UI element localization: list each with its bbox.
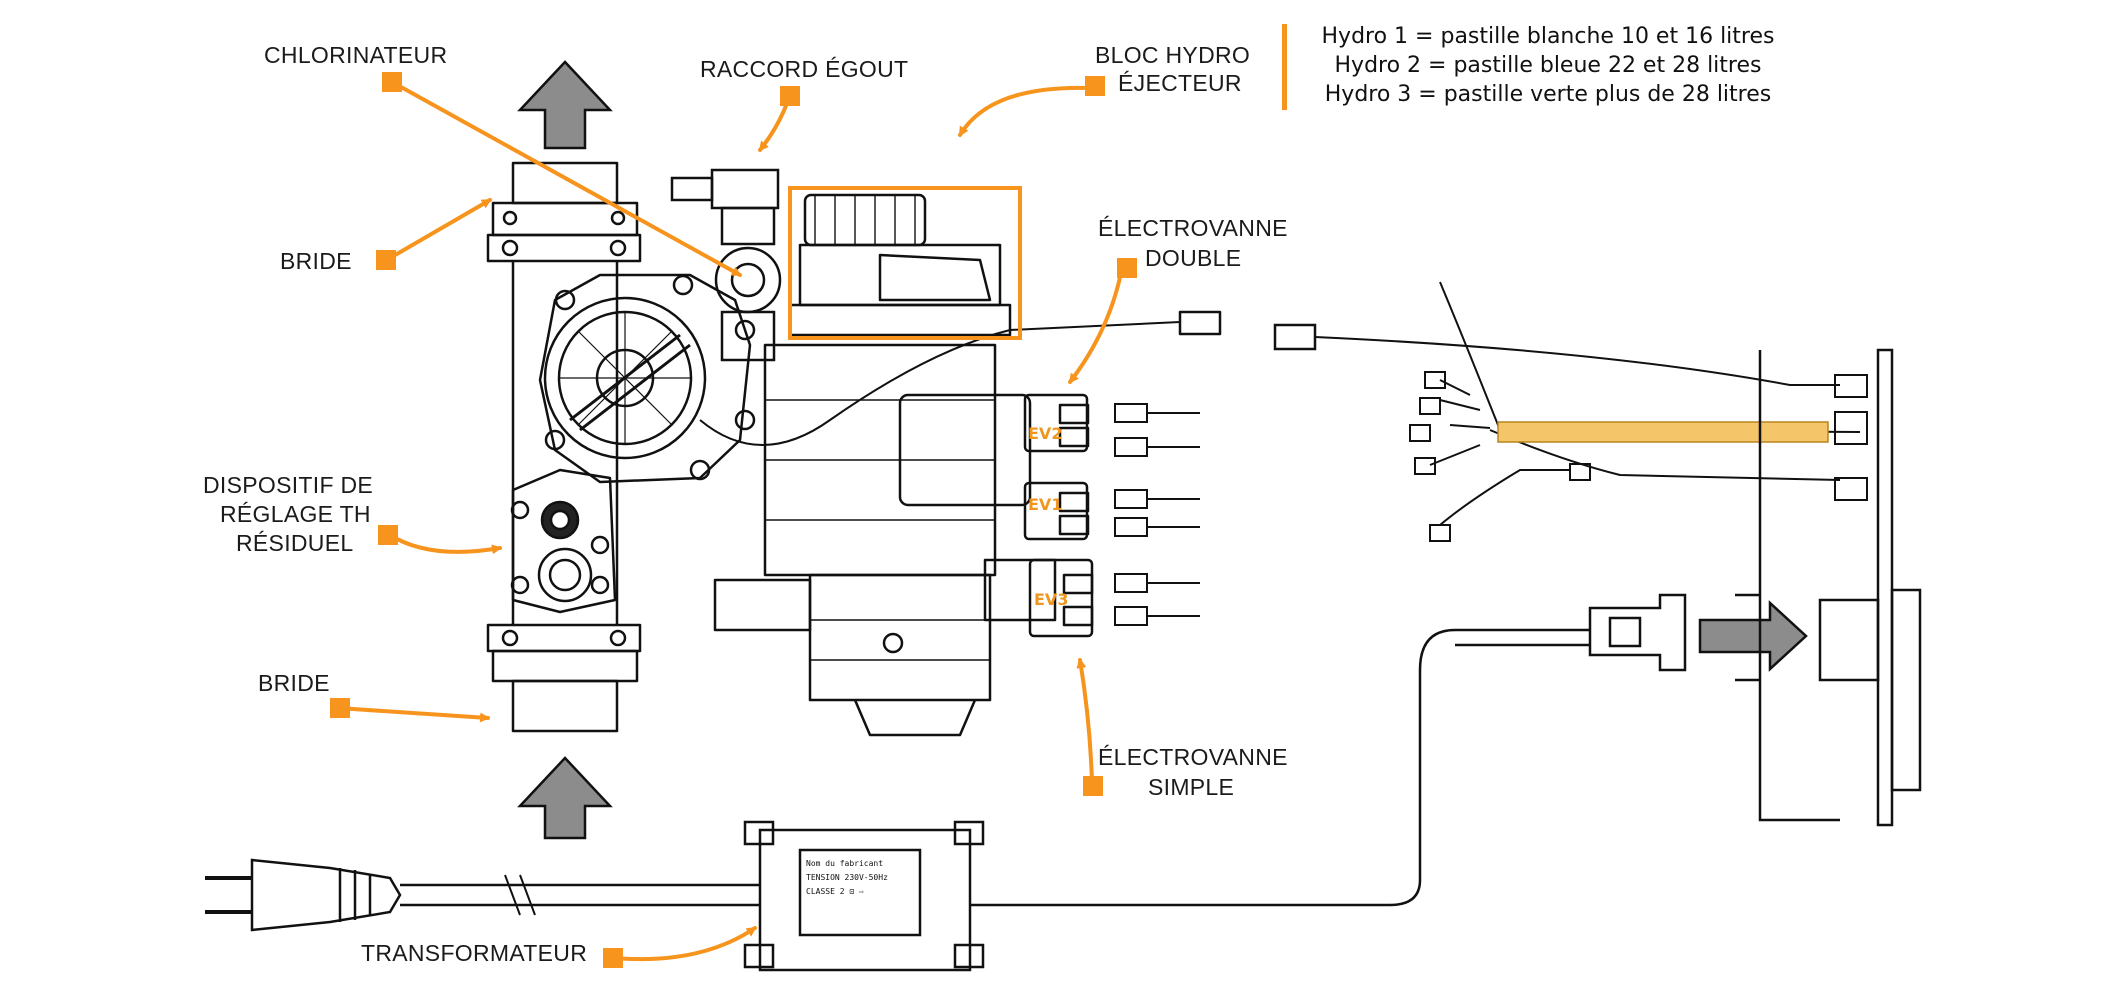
mains-plug	[205, 858, 402, 932]
flow-arrow-bottom	[517, 756, 613, 840]
ev1-tag: EV1	[1028, 495, 1063, 514]
legend-hydro-1: Hydro 1 = pastille blanche 10 et 16 litr…	[1321, 24, 1775, 49]
label-dispositif-line1: DISPOSITIF DE	[203, 472, 374, 498]
label-bloc-hydro-line1: BLOC HYDRO	[1095, 42, 1251, 68]
ev-plugs	[1114, 403, 1200, 626]
legend-bar	[1282, 24, 1287, 110]
controller-panel	[1735, 348, 1922, 827]
label-dispositif-line2: RÉGLAGE TH	[220, 501, 371, 527]
label-electrovanne-simple-line1: ÉLECTROVANNE	[1098, 744, 1288, 770]
transformer-plate-line3: CLASSE 2 ⊡ ⇨	[806, 887, 864, 896]
ejector-and-valves	[699, 193, 1222, 737]
flow-arrow-connector	[1698, 600, 1808, 672]
label-electrovanne-simple-line2: SIMPLE	[1148, 774, 1235, 800]
label-dispositif-line3: RÉSIDUEL	[236, 530, 354, 556]
label-bloc-hydro-line2: ÉJECTEUR	[1118, 70, 1242, 96]
label-bride-top: BRIDE	[280, 248, 352, 274]
label-chlorinateur: CHLORINATEUR	[264, 42, 448, 68]
transformer-plate-line1: Nom du fabricant	[806, 859, 884, 868]
legend-hydro-3: Hydro 3 = pastille verte plus de 28 litr…	[1324, 82, 1772, 107]
leader-arrows	[336, 80, 1124, 962]
flow-arrow-top	[517, 60, 613, 150]
label-markers	[330, 72, 1137, 968]
ev2-tag: EV2	[1028, 424, 1063, 443]
mains-connector	[970, 593, 1687, 907]
transformer	[400, 820, 985, 972]
chlorinator-assembly	[670, 168, 782, 362]
ev3-tag: EV3	[1034, 590, 1069, 609]
valve-body	[486, 161, 756, 733]
legend-hydro-2: Hydro 2 = pastille bleue 22 et 28 litres	[1334, 53, 1762, 78]
label-transformateur: TRANSFORMATEUR	[361, 940, 588, 966]
ejector-highlight-box	[788, 186, 1022, 340]
transformer-plate-line2: TENSION 230V-50Hz	[806, 873, 888, 882]
label-electrovanne-double-line2: DOUBLE	[1145, 245, 1242, 271]
label-raccord-egout: RACCORD ÉGOUT	[700, 56, 909, 82]
label-electrovanne-double-line1: ÉLECTROVANNE	[1098, 215, 1288, 241]
wiring-harness	[1273, 281, 1868, 542]
label-bride-bottom: BRIDE	[258, 670, 330, 696]
